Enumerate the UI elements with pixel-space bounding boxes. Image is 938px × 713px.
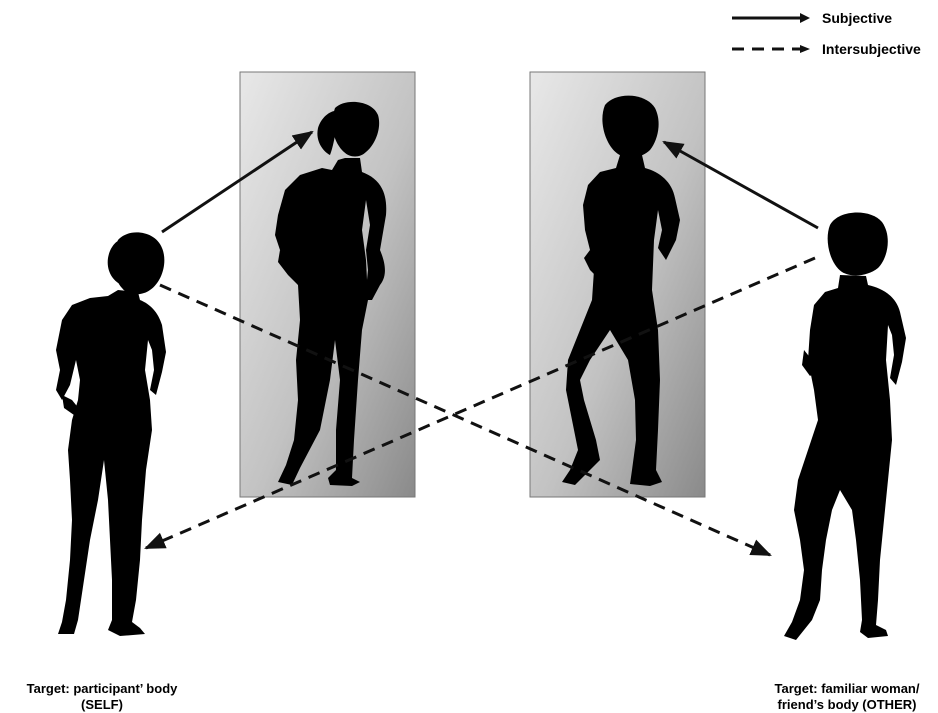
- legend-subjective-label: Subjective: [822, 10, 892, 26]
- dashed-arrow-icon: [730, 42, 810, 56]
- other-person-silhouette: [784, 213, 906, 640]
- other-caption-line2: friend’s body (OTHER): [758, 697, 936, 713]
- legend-subjective: Subjective: [730, 10, 892, 26]
- self-caption-line2: (SELF): [2, 697, 202, 713]
- self-caption-line1: Target: participant’ body: [2, 681, 202, 697]
- legend-intersubjective: Intersubjective: [730, 41, 921, 57]
- self-person-silhouette: [56, 232, 166, 636]
- legend-intersubjective-label: Intersubjective: [822, 41, 921, 57]
- solid-arrow-icon: [730, 11, 810, 25]
- self-caption: Target: participant’ body (SELF): [2, 681, 202, 713]
- other-caption-line1: Target: familiar woman/: [758, 681, 936, 697]
- other-caption: Target: familiar woman/ friend’s body (O…: [758, 681, 936, 713]
